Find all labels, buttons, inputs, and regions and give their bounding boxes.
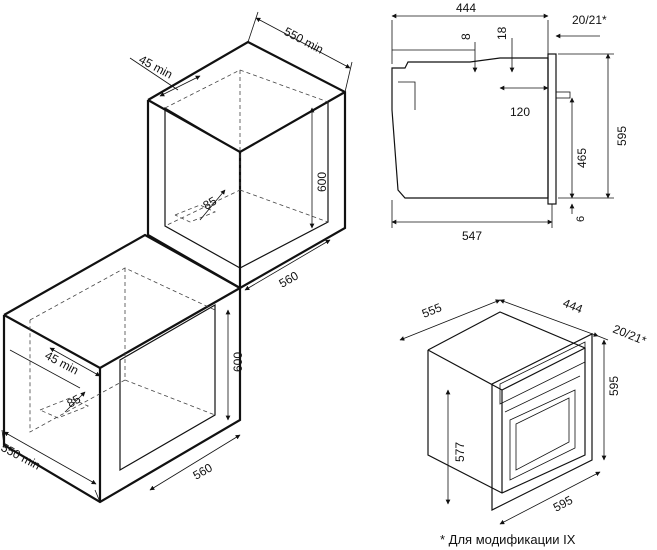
side-front-depth: 20/21* — [572, 13, 607, 27]
upper-width-label: 560 — [277, 268, 302, 290]
upper-depth-label: 550 min — [282, 24, 326, 56]
side-view-drawing: 444 20/21* 8 18 120 595 465 6 547 — [391, 1, 629, 243]
upper-height-label: 600 — [315, 172, 329, 192]
side-top-offset-b: 18 — [495, 26, 509, 40]
iso-view-drawing: 555 444 20/21* 595 577 595 — [399, 296, 649, 525]
upper-cabinet — [146, 40, 347, 290]
lower-height-label: 600 — [231, 352, 245, 372]
upper-vent-label: 85 — [201, 194, 220, 213]
iso-front-depth: 20/21* — [611, 322, 649, 348]
lower-vent-label: 85 — [65, 392, 84, 411]
iso-body-height: 577 — [453, 442, 467, 462]
iso-width-top: 444 — [561, 296, 585, 317]
side-inner-height: 465 — [575, 148, 589, 168]
side-overall-depth: 444 — [456, 1, 476, 15]
side-bottom-offset: 6 — [575, 216, 587, 222]
side-rear-step: 120 — [510, 105, 530, 119]
side-total-height: 595 — [615, 126, 629, 146]
lower-dimensions: 45 min 600 550 min 560 85 — [0, 309, 245, 503]
iso-depth: 555 — [420, 300, 444, 321]
side-top-offset-a: 8 — [459, 33, 473, 40]
footnote: * Для модификации IX — [440, 532, 576, 547]
installation-drawing: 550 min 45 min 600 560 85 45 min 600 550… — [0, 11, 353, 504]
lower-width-label: 560 — [191, 460, 216, 482]
iso-height: 595 — [607, 376, 621, 396]
lower-gap-label: 45 min — [43, 348, 81, 377]
lower-depth-label: 550 min — [0, 440, 43, 472]
upper-gap-label: 45 min — [137, 52, 175, 81]
side-bottom-depth: 547 — [462, 229, 482, 243]
